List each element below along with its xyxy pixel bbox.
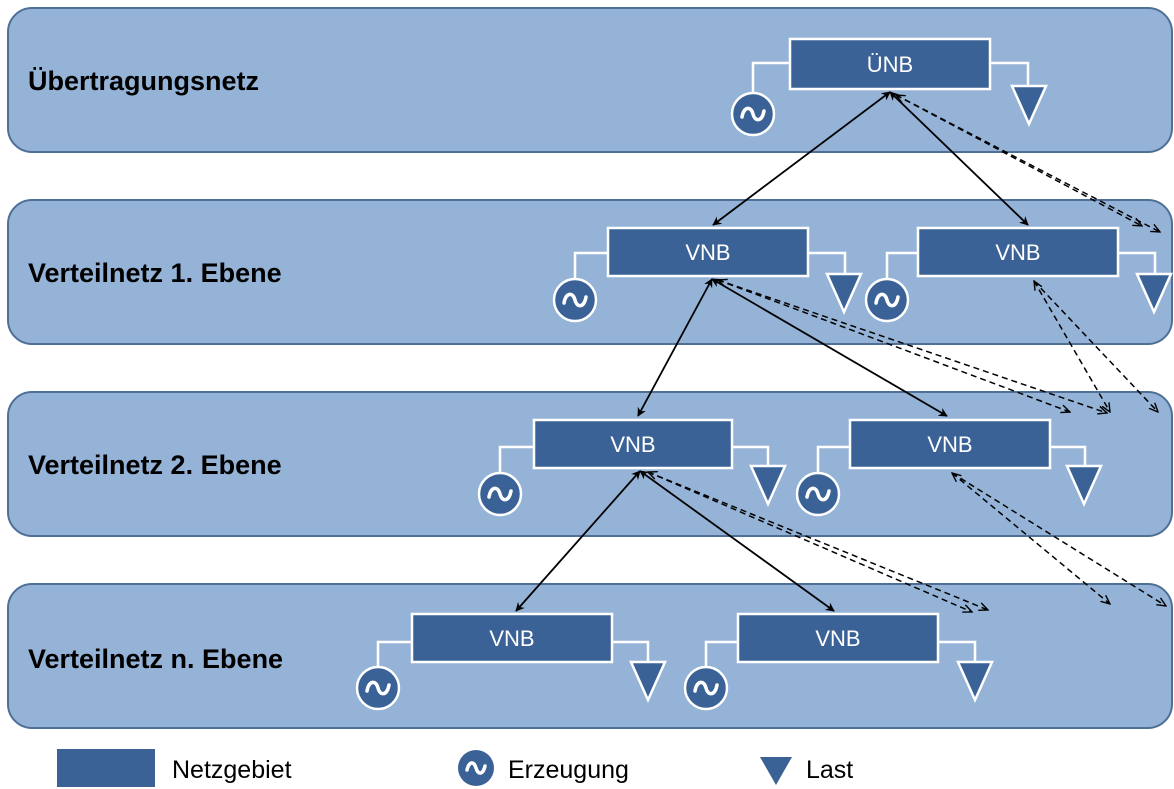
- dashed-arrow: [1033, 280, 1158, 412]
- legend: Netzgebiet Erzeugung Last: [57, 749, 853, 787]
- generator-icon: [730, 91, 776, 137]
- band-label-transmission: Übertragungsnetz: [28, 66, 259, 96]
- band-label-distribution-2: Verteilnetz 2. Ebene: [28, 450, 282, 480]
- generator-icon: [458, 750, 494, 786]
- generator-icon: [552, 277, 598, 323]
- dashed-arrow: [1034, 281, 1110, 412]
- generator-icon: [864, 277, 910, 323]
- nodes: ÜNB VNB VNB VNB VNB VNB VNB: [410, 37, 1120, 664]
- node-vnb-na: VNB: [410, 612, 614, 664]
- node-vnb-2a: VNB: [532, 418, 734, 470]
- dashed-connections: [648, 95, 1166, 612]
- connection-arrow: [712, 91, 891, 226]
- node-vnb-nb: VNB: [736, 612, 940, 664]
- node-label: VNB: [489, 626, 534, 651]
- band-label-distribution-1: Verteilnetz 1. Ebene: [28, 258, 282, 288]
- node-label: VNB: [995, 240, 1040, 265]
- node-label: ÜNB: [867, 52, 913, 77]
- load-icon: [1135, 272, 1173, 316]
- tap-lines: [376, 61, 1157, 672]
- node-label: VNB: [685, 240, 730, 265]
- node-uenb: ÜNB: [788, 37, 992, 91]
- node-vnb-1a: VNB: [606, 226, 810, 278]
- connection-arrow: [515, 470, 641, 612]
- node-vnb-1b: VNB: [916, 226, 1120, 278]
- dashed-arrow: [718, 280, 1070, 412]
- connection-arrow: [637, 278, 713, 417]
- dashed-arrow: [896, 95, 1142, 226]
- generator-icon: [683, 665, 729, 711]
- legend-generation-label: Erzeugung: [508, 756, 629, 784]
- legend-network-area-label: Netzgebiet: [172, 756, 292, 784]
- node-label: VNB: [610, 432, 655, 457]
- generator-icon: [477, 471, 523, 517]
- generator-icon: [355, 665, 401, 711]
- dashed-arrow: [952, 473, 1110, 604]
- node-label: VNB: [815, 626, 860, 651]
- dashed-arrow: [951, 472, 1166, 606]
- band-label-distribution-n: Verteilnetz n. Ebene: [28, 644, 283, 674]
- dashed-arrow: [648, 472, 988, 610]
- node-vnb-2b: VNB: [848, 418, 1052, 470]
- node-label: VNB: [927, 432, 972, 457]
- load-icon: [956, 660, 994, 704]
- load-icon: [760, 757, 792, 785]
- legend-network-area-swatch: [57, 749, 155, 787]
- dashed-arrow: [647, 471, 972, 612]
- load-icon: [629, 660, 667, 704]
- generator-icon: [795, 471, 841, 517]
- legend-load-label: Last: [806, 756, 853, 784]
